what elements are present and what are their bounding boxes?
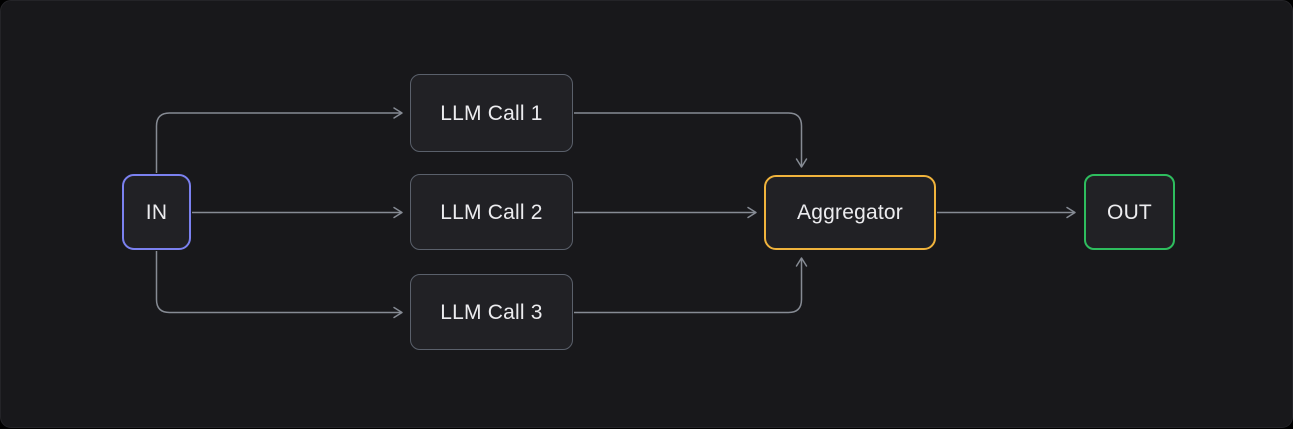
node-llm-call-2: LLM Call 2 bbox=[410, 174, 573, 250]
node-llm-call-2-label: LLM Call 2 bbox=[440, 200, 543, 224]
node-llm-call-3: LLM Call 3 bbox=[410, 274, 573, 350]
node-llm-call-1-label: LLM Call 1 bbox=[440, 101, 543, 125]
node-out: OUT bbox=[1084, 174, 1175, 250]
node-out-label: OUT bbox=[1107, 200, 1152, 224]
edge-in-to-llm-call-1 bbox=[155, 107, 403, 173]
node-in-label: IN bbox=[145, 200, 168, 224]
edge-llm-call-3-to-aggregator bbox=[574, 257, 808, 314]
node-llm-call-1: LLM Call 1 bbox=[410, 74, 573, 152]
node-aggregator-label: Aggregator bbox=[797, 201, 903, 224]
edge-llm-call-1-to-aggregator bbox=[574, 112, 808, 168]
node-llm-call-3-label: LLM Call 3 bbox=[440, 300, 543, 324]
edge-in-to-llm-call-3 bbox=[155, 251, 403, 319]
node-in: IN bbox=[122, 174, 191, 250]
node-aggregator: Aggregator bbox=[764, 175, 936, 250]
